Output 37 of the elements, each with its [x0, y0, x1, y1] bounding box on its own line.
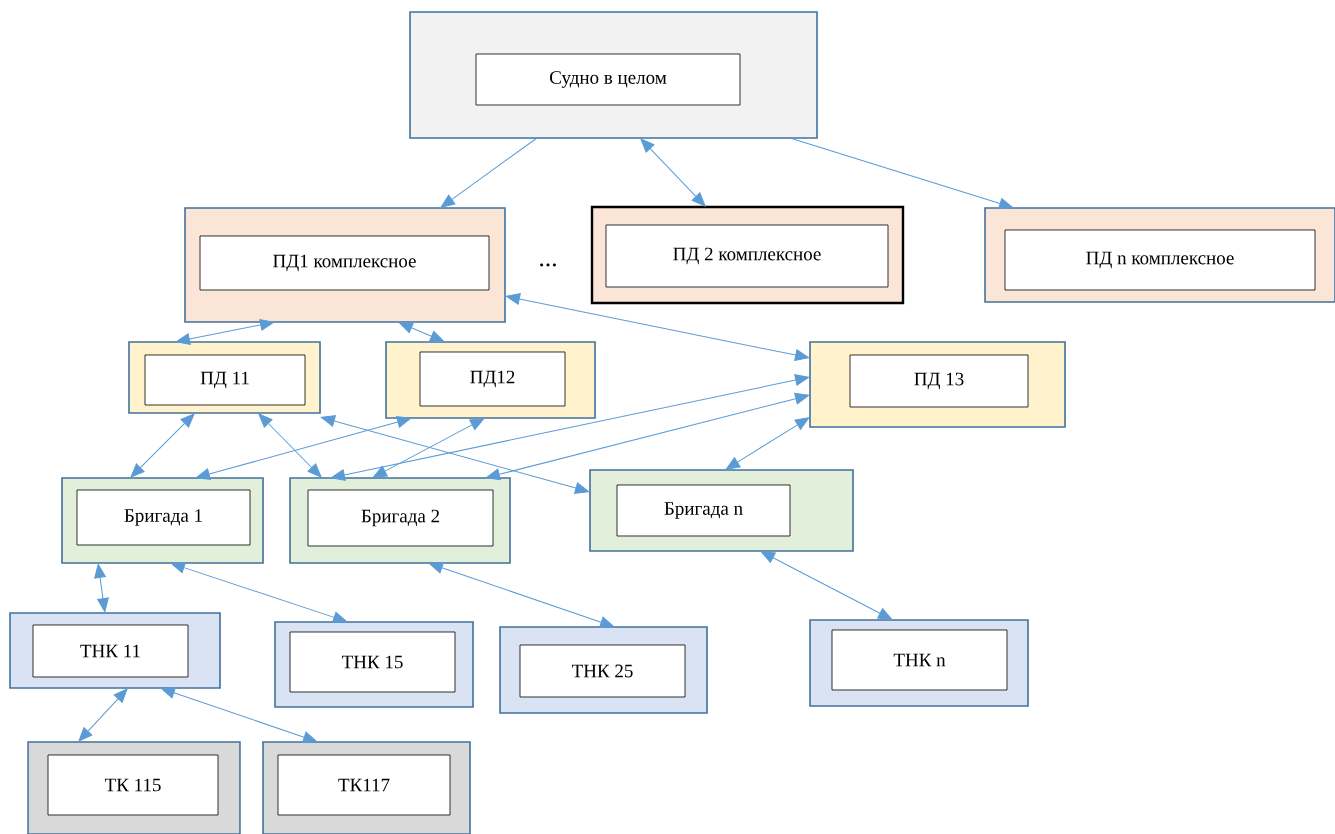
arrow: [330, 374, 810, 481]
arrow: [78, 688, 128, 742]
process-box: ПД n комплексное: [984, 207, 1335, 303]
arrow: [320, 415, 590, 494]
process-box: Бригада 2: [289, 477, 511, 564]
arrow: [505, 293, 810, 361]
process-box: ТК 115: [27, 741, 241, 834]
process-box: ПД1 комплексное: [184, 207, 506, 323]
process-box: ПД 2 комплексное: [590, 205, 905, 305]
process-box: ТК117: [262, 741, 471, 834]
arrow: [440, 137, 538, 208]
arrow: [789, 137, 1014, 210]
arrow: [175, 319, 275, 345]
arrow: [485, 392, 810, 481]
process-box: ТНК 11: [9, 612, 221, 689]
arrow: [258, 413, 322, 478]
process-box: ПД 13: [809, 341, 1066, 428]
process-box: ТНК 25: [499, 626, 708, 714]
process-box: ПД 11: [128, 341, 321, 414]
arrow: [398, 322, 445, 342]
ellipsis: …: [540, 263, 556, 267]
arrow: [372, 418, 485, 478]
process-box: Бригада n: [589, 469, 854, 552]
process-box: Судно в целом: [409, 11, 818, 139]
arrow: [130, 413, 195, 478]
arrow: [195, 416, 412, 480]
process-box: ТНК n: [809, 619, 1029, 707]
process-box: Бригада 1: [61, 477, 264, 564]
arrow: [170, 561, 348, 624]
arrow: [94, 563, 109, 613]
process-box: ПД12: [385, 341, 596, 419]
arrow: [760, 551, 893, 620]
arrow: [725, 417, 810, 470]
process-box: ТНК 15: [274, 621, 474, 708]
arrow: [160, 687, 318, 743]
arrow: [428, 562, 615, 628]
arrow: [640, 138, 706, 207]
